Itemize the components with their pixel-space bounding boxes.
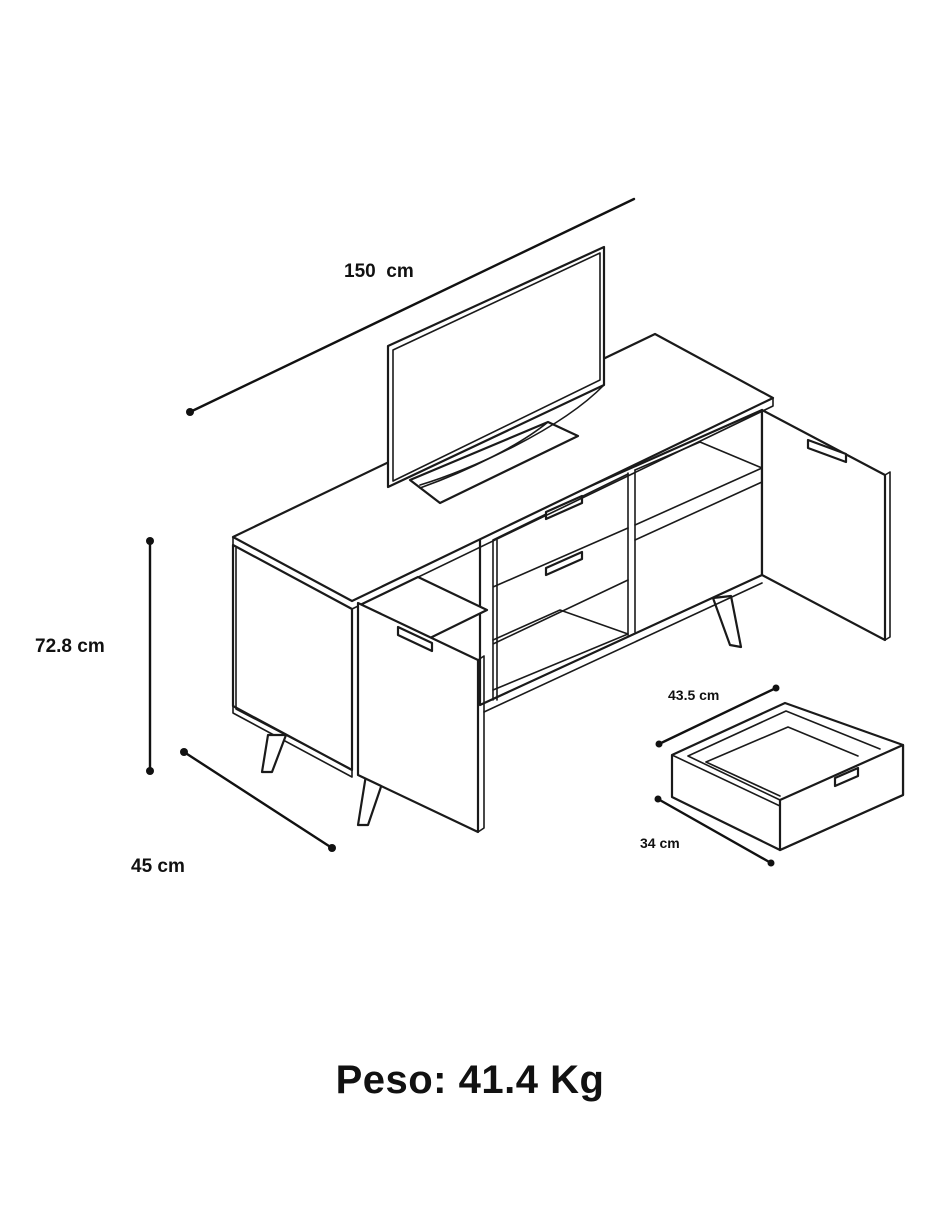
- left-side-inner: [232, 547, 353, 778]
- drawer-handle-mid: [544, 550, 584, 577]
- drawer-handle: [833, 766, 860, 788]
- rear-leg-right: [711, 594, 743, 649]
- right-divider: [627, 469, 636, 636]
- drawer-icon: [670, 701, 905, 852]
- center-shelf: [492, 609, 629, 691]
- drawer-inner: [687, 710, 881, 801]
- bottom-rail: [479, 574, 763, 713]
- right-door: [760, 408, 887, 642]
- right-door-handle: [806, 438, 848, 464]
- tv-icon: [386, 245, 606, 505]
- drawer-width-label: 43.5 cm: [668, 687, 719, 703]
- tv-screen-inner: [392, 252, 601, 482]
- height-label: 72.8 cm: [35, 636, 105, 657]
- drawer-depth-label: 34 cm: [640, 835, 680, 851]
- depth-label: 45 cm: [131, 856, 185, 877]
- drawer-width-dimension: [655, 684, 780, 748]
- depth-dimension: [180, 748, 336, 852]
- front-leg-left: [260, 733, 288, 774]
- height-dimension: [146, 537, 154, 775]
- width-dimension: [186, 197, 636, 416]
- drawer-front: [778, 743, 905, 852]
- right-door-edge: [884, 471, 891, 641]
- width-label: 150 cm: [344, 261, 414, 282]
- drawer-depth-dimension: [654, 795, 775, 867]
- left-door-handle: [396, 625, 434, 653]
- tv-stand: [408, 420, 580, 505]
- left-door-edge: [477, 655, 485, 833]
- weight-label: Peso: 41.4 Kg: [335, 1058, 605, 1102]
